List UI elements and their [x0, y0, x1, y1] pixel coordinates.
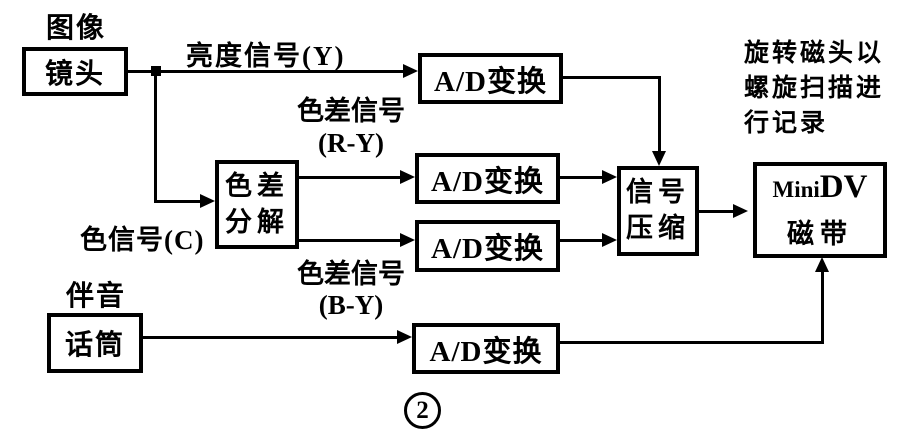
adc-y-output-horizontal-line — [563, 76, 661, 79]
microphone-box: 话筒 — [47, 313, 143, 373]
chroma-ry-signal-label: 色差信号 (R-Y) — [278, 95, 424, 159]
recording-annotation-line1: 旋转磁头以 — [744, 40, 885, 67]
arrowhead-compression-left-upper-icon — [602, 170, 617, 184]
minidv-media-label: 磁带 — [787, 219, 853, 249]
signal-compression-line2: 压缩 — [626, 213, 690, 243]
color-separation-line1: 色差 — [225, 170, 289, 201]
minidv-tape-box: Mini DV 磁带 — [753, 162, 887, 258]
chroma-by-signal-label: 色差信号 (B-Y) — [285, 259, 417, 321]
signal-compression-line1: 信号 — [626, 177, 690, 208]
adc-luminance-box: A/D变换 — [418, 53, 563, 104]
color-separation-box: 色差 分解 — [215, 160, 299, 249]
chroma-branch-horizontal-line — [154, 200, 202, 203]
adc-ry-box: A/D变换 — [415, 153, 560, 204]
adc-by-to-compression-line — [560, 239, 604, 242]
adc-ry-label: A/D变换 — [431, 165, 544, 198]
adc-ry-to-compression-line — [560, 176, 604, 179]
recording-annotation-line2: 螺旋扫描进 — [744, 75, 885, 102]
mic-to-adc-audio-line — [143, 336, 399, 339]
lens-box: 镜头 — [22, 47, 128, 96]
lens-to-adc-y-line — [128, 70, 406, 73]
colorsep-to-adc-by-line — [299, 239, 402, 242]
lens-box-label: 镜头 — [44, 58, 105, 90]
arrowhead-into-colorsep-icon — [200, 194, 215, 208]
adc-y-output-vertical-line — [658, 76, 661, 153]
arrowhead-into-adc-by-icon — [400, 233, 415, 247]
minidv-brand-suffix: DV — [819, 169, 868, 205]
adc-audio-output-vertical-line — [821, 271, 824, 344]
arrowhead-into-tape-bottom-icon — [815, 257, 829, 272]
chroma-branch-vertical-line — [154, 70, 157, 203]
image-source-label: 图像 — [46, 13, 107, 44]
chroma-c-signal-label: 色信号(C) — [80, 225, 205, 255]
adc-audio-box: A/D变换 — [412, 323, 560, 374]
adc-by-box: A/D变换 — [415, 220, 560, 272]
arrowhead-into-adc-audio-icon — [397, 330, 412, 344]
audio-source-label: 伴音 — [66, 281, 127, 312]
figure-number-badge: 2 — [404, 392, 441, 429]
chroma-ry-line2: (R-Y) — [318, 128, 384, 158]
minidv-brand: Mini DV — [773, 169, 868, 206]
recording-annotation-line3: 行记录 — [744, 110, 829, 137]
arrowhead-compression-left-lower-icon — [602, 233, 617, 247]
colorsep-to-adc-ry-line — [299, 176, 402, 179]
compression-to-tape-line — [699, 210, 735, 213]
arrowhead-into-compression-top-icon — [652, 151, 666, 166]
arrowhead-into-adc-ry-icon — [400, 170, 415, 184]
adc-audio-label: A/D变换 — [429, 335, 543, 368]
color-separation-line2: 分解 — [225, 206, 289, 237]
arrowhead-into-tape-icon — [733, 204, 748, 218]
luminance-signal-label: 亮度信号(Y) — [186, 41, 346, 71]
recording-annotation: 旋转磁头以 螺旋扫描进 行记录 — [744, 36, 896, 141]
arrowhead-into-adc-y-icon — [403, 64, 418, 78]
chroma-by-line2: (B-Y) — [318, 290, 384, 320]
adc-luminance-label: A/D变换 — [434, 65, 547, 98]
adc-audio-output-horizontal-line — [560, 341, 824, 344]
minidv-brand-prefix: Mini — [772, 177, 820, 202]
adc-by-label: A/D变换 — [431, 233, 544, 265]
signal-compression-box: 信号 压缩 — [617, 166, 699, 256]
figure-number: 2 — [416, 396, 429, 424]
chroma-ry-line1: 色差信号 — [297, 96, 405, 126]
chroma-by-line1: 色差信号 — [297, 259, 405, 289]
microphone-main-label: 话筒 — [64, 330, 125, 361]
